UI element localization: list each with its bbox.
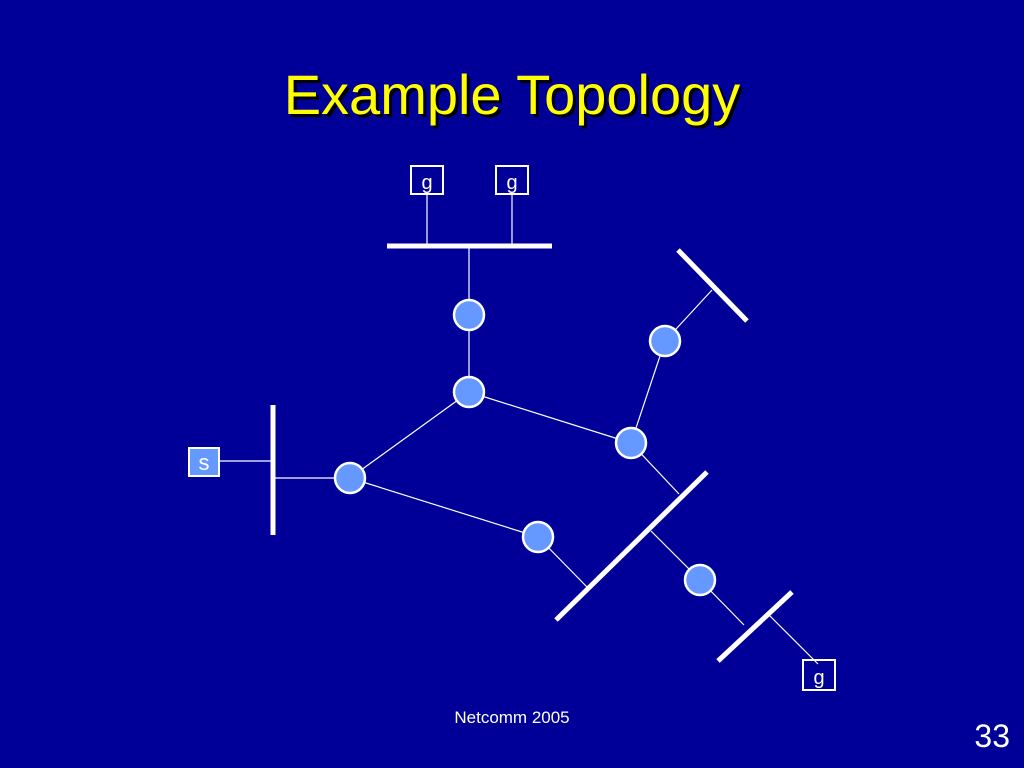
router-node <box>333 461 367 495</box>
lan-segment-upper-right <box>676 248 749 323</box>
host-g-bottom: g <box>802 659 836 691</box>
lan-segment-lower-right <box>716 590 794 663</box>
router-node <box>452 298 486 332</box>
router-node <box>452 375 486 409</box>
router-node <box>648 324 682 358</box>
host-label: g <box>421 172 432 194</box>
host-g-top-right: g <box>495 165 529 195</box>
link-lan5-g3 <box>768 614 819 665</box>
link-r2-r4 <box>468 391 632 444</box>
router-node <box>521 520 555 554</box>
page-number: 33 <box>974 718 1010 754</box>
slide-title: Example Topology <box>283 63 741 126</box>
link-r2-r3 <box>349 391 470 479</box>
router-node <box>683 563 717 597</box>
host-label: s <box>199 450 210 475</box>
host-s: s <box>188 447 220 477</box>
host-g-top-left: g <box>410 165 444 195</box>
router-node <box>614 426 648 460</box>
host-label: g <box>813 667 824 689</box>
link-r4-r5 <box>630 340 666 444</box>
host-label: g <box>506 172 517 194</box>
lan-segment-center-diagonal <box>554 470 709 622</box>
slide-footer: Netcomm 2005 <box>454 708 570 727</box>
link-r3-r6 <box>349 477 539 538</box>
